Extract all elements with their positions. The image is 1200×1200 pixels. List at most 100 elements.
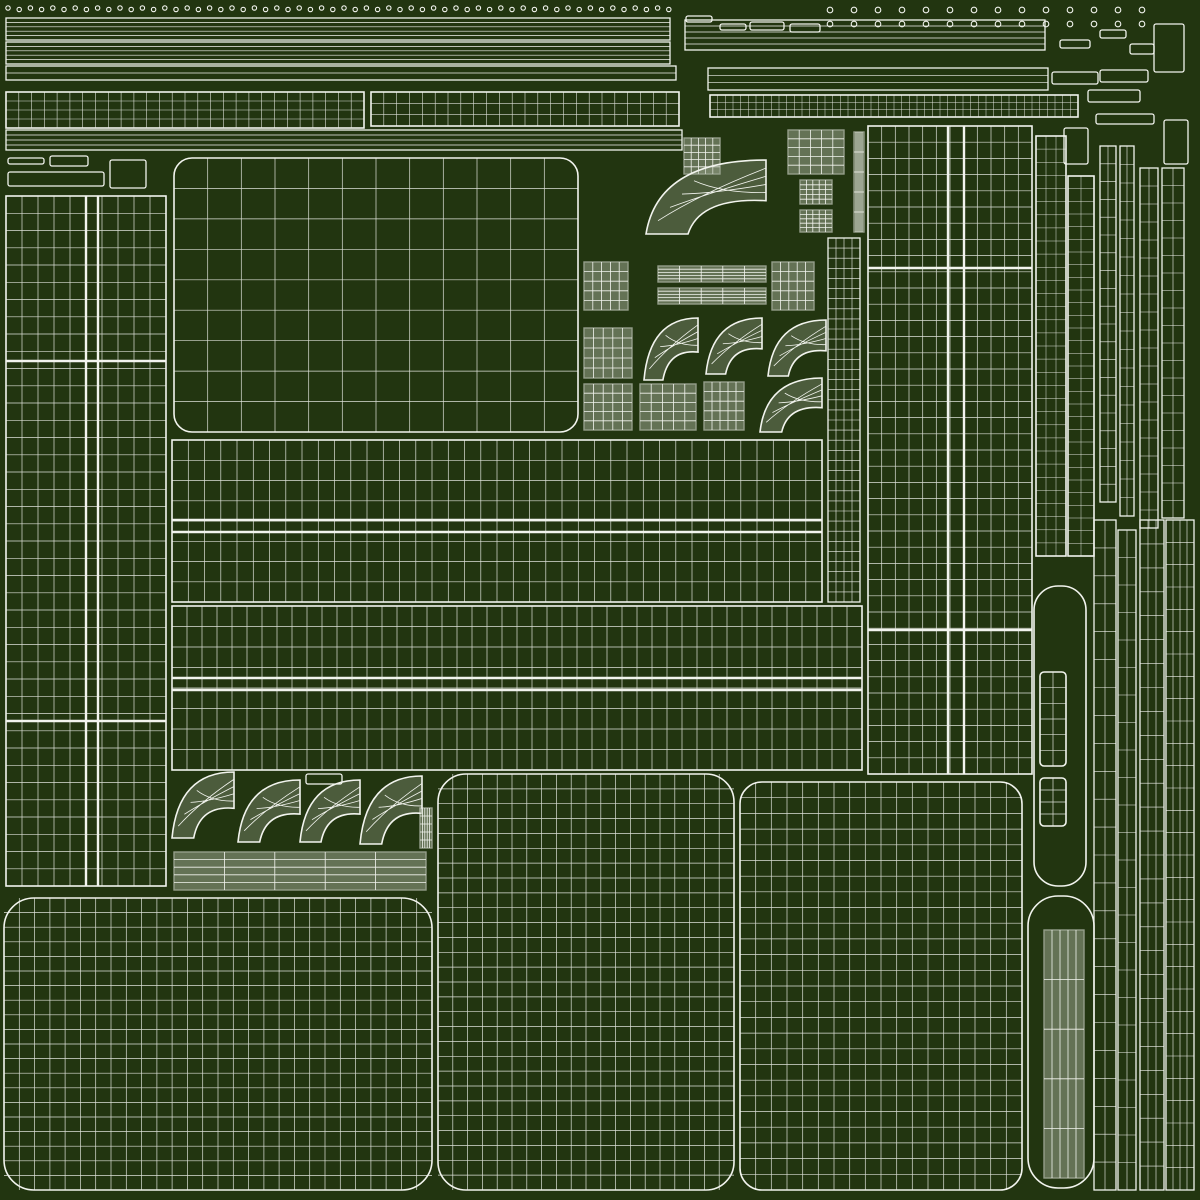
top-strip-d bbox=[5, 129, 683, 151]
detail-box-3 bbox=[639, 383, 697, 431]
dot-island-tr-11 bbox=[1090, 6, 1098, 14]
small-island-2 bbox=[749, 21, 785, 31]
dot-island-tr-21 bbox=[994, 20, 1002, 28]
capsule-frame-lower bbox=[1027, 895, 1095, 1189]
dot-island-6 bbox=[72, 5, 78, 11]
column-strip-f bbox=[1139, 167, 1159, 529]
dot-island-38 bbox=[430, 5, 437, 11]
detail-curve-d bbox=[767, 319, 827, 377]
detail-curve-c bbox=[705, 317, 763, 375]
dot-island-31 bbox=[352, 6, 358, 13]
dot-island-49 bbox=[554, 6, 560, 13]
far-right-strip-a bbox=[1093, 519, 1117, 1191]
small-island-14 bbox=[7, 157, 45, 165]
detail-box-4-fill bbox=[703, 381, 745, 431]
detail-box-2 bbox=[583, 383, 633, 431]
lower-curve-d bbox=[359, 775, 423, 845]
detail-curve-e bbox=[759, 377, 823, 433]
far-right-strip-d-lines bbox=[1166, 520, 1194, 1190]
dot-island-58 bbox=[654, 5, 661, 11]
dot-island-30 bbox=[341, 5, 347, 11]
dot-island-2 bbox=[27, 5, 34, 11]
top-right-strip-a-lines bbox=[685, 25, 1045, 45]
dot-island-tr-24 bbox=[1066, 20, 1074, 28]
top-panel-left-mesh bbox=[6, 92, 364, 128]
top-strip-c bbox=[5, 65, 677, 81]
dot-island-tr-0 bbox=[826, 6, 834, 14]
detail-box-3-mesh bbox=[640, 384, 696, 430]
dot-island-8 bbox=[94, 5, 101, 11]
dot-island-14 bbox=[162, 5, 168, 11]
dot-island-57 bbox=[643, 6, 650, 13]
dot-island-35 bbox=[397, 6, 403, 13]
dot-island-tr-8 bbox=[1018, 6, 1026, 14]
dot-island-23 bbox=[262, 6, 269, 13]
far-right-strip-a-lines bbox=[1094, 520, 1116, 1190]
small-island-0 bbox=[685, 15, 713, 23]
band-middle-lower-mesh bbox=[172, 606, 862, 770]
lower-curve-a-shell bbox=[171, 771, 235, 839]
dot-island-59 bbox=[666, 6, 672, 13]
small-island-12 bbox=[1129, 43, 1155, 55]
dot-island-53 bbox=[598, 6, 605, 13]
detail-box-strip-mesh bbox=[788, 130, 844, 174]
dot-island-tr-6 bbox=[970, 6, 978, 14]
detail-curve-e-mesh bbox=[765, 383, 823, 423]
far-right-strip-d bbox=[1165, 519, 1195, 1191]
dot-island-18 bbox=[206, 5, 213, 11]
detail-box-2-fill bbox=[583, 383, 633, 431]
dot-island-9 bbox=[106, 6, 112, 13]
dot-island-tr-7 bbox=[994, 6, 1002, 14]
dot-island-25 bbox=[285, 6, 291, 13]
capsule-lower-inner-mesh bbox=[1044, 930, 1084, 1178]
dot-island-45 bbox=[509, 6, 515, 13]
panel-lower-middle bbox=[437, 773, 735, 1191]
dot-island-tr-1 bbox=[850, 6, 858, 14]
band-middle-upper bbox=[171, 439, 823, 603]
detail-box-4 bbox=[703, 381, 745, 431]
dot-island-tr-15 bbox=[850, 20, 858, 28]
detail-box-5-mesh bbox=[772, 262, 814, 310]
small-island-5 bbox=[1051, 71, 1099, 85]
dot-island-tr-3 bbox=[898, 6, 906, 14]
dot-island-52 bbox=[587, 5, 594, 11]
dot-island-tr-10 bbox=[1066, 6, 1074, 14]
dot-island-tr-9 bbox=[1042, 6, 1050, 14]
column-strip-g bbox=[1161, 167, 1185, 519]
dot-island-48 bbox=[542, 5, 549, 11]
small-island-9 bbox=[1163, 119, 1189, 165]
small-island-18 bbox=[305, 773, 343, 785]
panel-right-column bbox=[867, 125, 1033, 775]
detail-box-8-fill bbox=[853, 131, 865, 233]
top-right-strip-a-outline bbox=[684, 19, 1046, 51]
small-island-13 bbox=[1099, 29, 1127, 39]
far-right-strip-c bbox=[1139, 519, 1165, 1191]
dot-island-tr-23 bbox=[1042, 20, 1050, 28]
dot-island-tr-5 bbox=[946, 6, 954, 14]
small-island-8 bbox=[1095, 113, 1155, 125]
dot-island-46 bbox=[520, 5, 526, 11]
top-right-panel bbox=[709, 94, 1079, 118]
dot-island-24 bbox=[274, 5, 280, 11]
dot-island-22 bbox=[251, 5, 258, 11]
detail-curve-b-shell bbox=[643, 317, 699, 381]
small-island-4 bbox=[1059, 39, 1091, 49]
column-strip-b bbox=[1035, 135, 1067, 557]
small-island-6 bbox=[1099, 69, 1149, 83]
detail-box-7-mesh bbox=[800, 180, 832, 204]
column-strip-c-mesh bbox=[1068, 176, 1094, 556]
lower-curve-a-mesh bbox=[177, 778, 235, 827]
dot-island-29 bbox=[330, 6, 336, 13]
detail-box-1 bbox=[583, 327, 633, 379]
lower-curve-c-mesh bbox=[305, 786, 361, 832]
dot-island-16 bbox=[184, 5, 190, 11]
top-right-strip-b bbox=[707, 67, 1049, 91]
detail-box-5-fill bbox=[771, 261, 815, 311]
detail-box-1-fill bbox=[583, 327, 633, 379]
top-strip-b-lines bbox=[6, 46, 670, 60]
detail-curve-a-mesh bbox=[657, 167, 767, 222]
detail-bar-b-fill bbox=[657, 287, 767, 305]
dot-island-tr-22 bbox=[1018, 20, 1026, 28]
dot-island-5 bbox=[61, 6, 67, 13]
